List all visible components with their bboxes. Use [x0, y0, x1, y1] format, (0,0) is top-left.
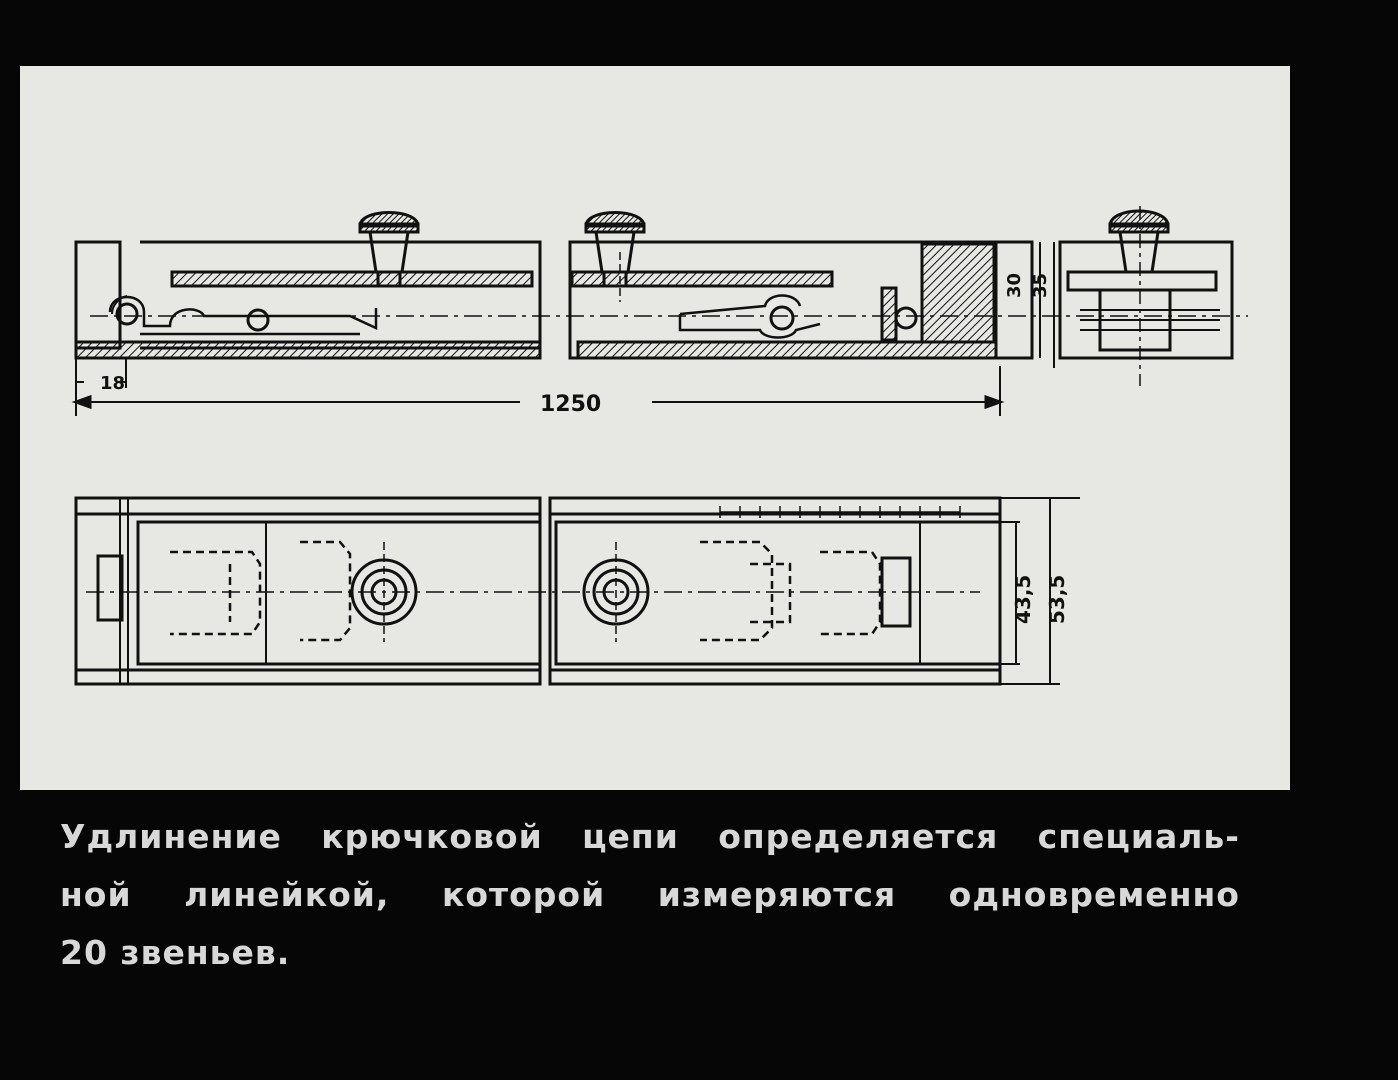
caption-word: ной	[60, 875, 132, 914]
caption-word: крючковой	[321, 817, 543, 856]
caption-line-3: 20 звеньев.	[60, 933, 291, 972]
caption-word: линейкой,	[184, 875, 390, 914]
top-view	[74, 496, 1080, 686]
caption-line-1: Удлинение крючковой цепи определяется сп…	[60, 808, 1240, 866]
dimension-height-a-label: 30	[1004, 273, 1025, 298]
side-view	[71, 206, 1248, 416]
dimension-width-b-label: 53,5	[1045, 575, 1069, 624]
caption-line-2: ной линейкой, которой измеряются одновре…	[60, 866, 1240, 924]
technical-drawing-panel: 18 1250 30 35	[20, 66, 1290, 790]
caption-word: измеряются	[657, 875, 897, 914]
caption-word: специаль-	[1037, 817, 1240, 856]
dimension-height-b-label: 35	[1030, 273, 1051, 298]
caption-word: которой	[441, 875, 606, 914]
caption-word: одновременно	[948, 875, 1240, 914]
slide-caption: Удлинение крючковой цепи определяется сп…	[60, 808, 1260, 982]
dimension-offset-label: 18	[100, 373, 125, 394]
dimension-width-a-label: 43,5	[1011, 575, 1035, 624]
caption-word: определяется	[718, 817, 999, 856]
caption-word: Удлинение	[60, 817, 282, 856]
caption-word: цепи	[582, 817, 679, 856]
dimension-length-label: 1250	[540, 392, 601, 417]
ruler-drawing: 18 1250 30 35	[71, 206, 1248, 686]
